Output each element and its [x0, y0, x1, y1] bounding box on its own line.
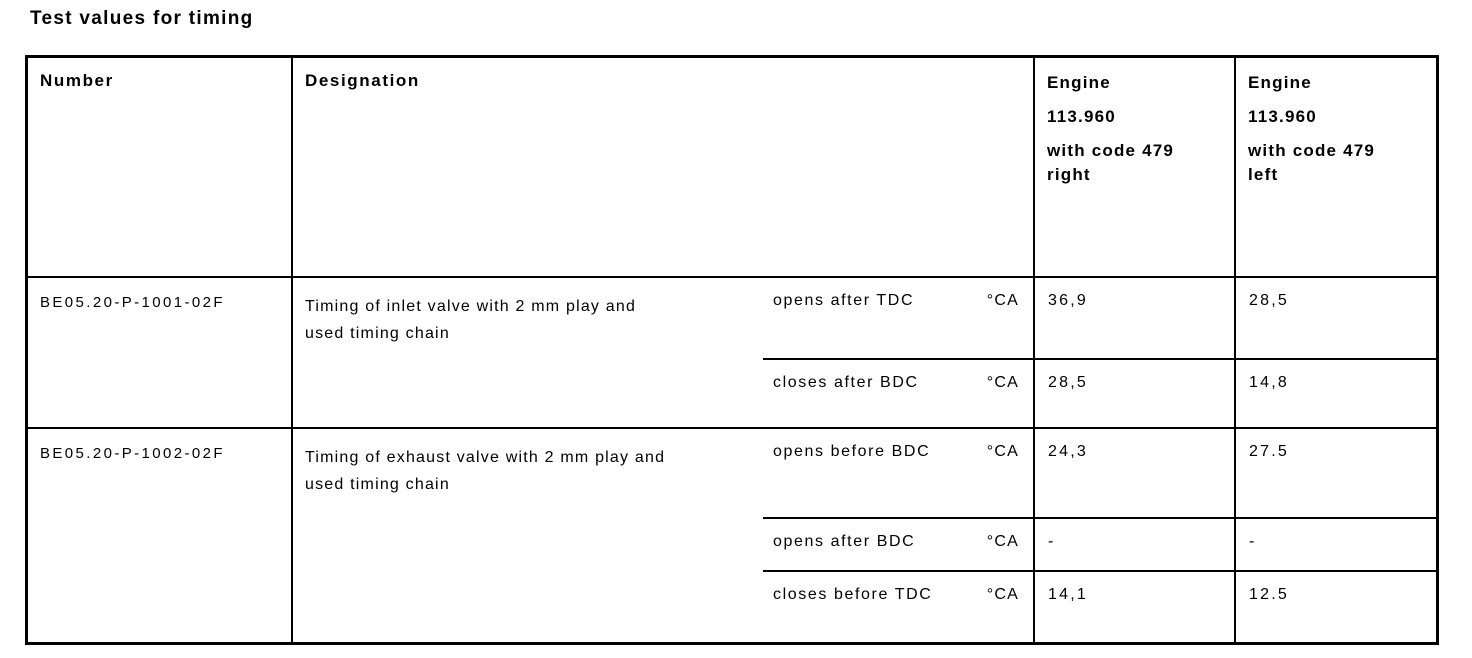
row-specs: opens after TDC °CA 36,9 28,5 closes aft…: [763, 278, 1436, 427]
engine-right-model: 113.960: [1047, 107, 1116, 126]
spec-unit: °CA: [986, 586, 1019, 603]
table-header-row: Number Designation Engine 113.960 with c…: [28, 58, 1436, 278]
page-title: Test values for timing: [30, 8, 254, 29]
spec-row: opens after TDC °CA 36,9 28,5: [763, 278, 1436, 358]
value-engine-left: 27.5: [1234, 429, 1436, 517]
row-number: BE05.20-P-1002-02F: [28, 429, 293, 642]
value-engine-right: 24,3: [1033, 429, 1234, 517]
table-row-exhaust-valve: BE05.20-P-1002-02F Timing of exhaust val…: [28, 427, 1436, 642]
value-engine-left: 12.5: [1234, 572, 1436, 642]
engine-left-title: Engine: [1248, 73, 1312, 92]
value-engine-left: 14,8: [1234, 360, 1436, 427]
row-designation: Timing of exhaust valve with 2 mm play a…: [305, 449, 666, 493]
spec-unit: °CA: [986, 292, 1019, 309]
value-engine-right: 28,5: [1033, 360, 1234, 427]
spec-condition: closes after BDC: [773, 374, 919, 391]
value-engine-right: 36,9: [1033, 278, 1234, 358]
spec-unit: °CA: [986, 374, 1019, 391]
value-engine-right: -: [1033, 519, 1234, 570]
timing-values-table: Number Designation Engine 113.960 with c…: [25, 55, 1439, 645]
value-engine-left: 28,5: [1234, 278, 1436, 358]
row-number: BE05.20-P-1001-02F: [28, 278, 293, 427]
spec-condition: opens after TDC: [773, 292, 915, 309]
spec-condition: closes before TDC: [773, 586, 933, 603]
table-row-inlet-valve: BE05.20-P-1001-02F Timing of inlet valve…: [28, 278, 1436, 427]
engine-right-title: Engine: [1047, 73, 1111, 92]
spec-condition: opens after BDC: [773, 533, 916, 550]
engine-left-model: 113.960: [1248, 107, 1317, 126]
value-engine-right: 14,1: [1033, 572, 1234, 642]
spec-row: closes after BDC °CA 28,5 14,8: [763, 358, 1436, 427]
spec-row: closes before TDC °CA 14,1 12.5: [763, 570, 1436, 642]
header-designation: Designation: [305, 71, 420, 90]
spec-unit: °CA: [986, 443, 1019, 460]
spec-unit: °CA: [986, 533, 1019, 550]
row-designation: Timing of inlet valve with 2 mm play and…: [305, 298, 637, 342]
spec-row: opens before BDC °CA 24,3 27.5: [763, 429, 1436, 517]
row-specs: opens before BDC °CA 24,3 27.5 opens aft…: [763, 429, 1436, 642]
spec-row: opens after BDC °CA - -: [763, 517, 1436, 570]
value-engine-left: -: [1234, 519, 1436, 570]
spec-condition: opens before BDC: [773, 443, 931, 460]
header-number: Number: [28, 58, 293, 276]
